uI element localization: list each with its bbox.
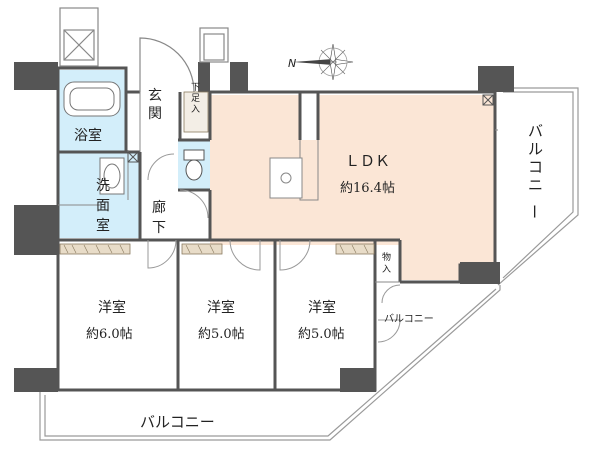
room2-size: 約5.0帖 [198,327,245,342]
hallway-label-1: 廊 [152,199,166,216]
balcony-east-label-1: バ [528,122,543,140]
doors [147,153,401,343]
balcony-east-label-2: ル [528,140,543,158]
room3-size: 約5.0帖 [298,327,345,342]
toilet-fixture [183,149,205,181]
balcony-outline-south [39,285,501,441]
room1-size: 約6.0帖 [86,327,133,342]
room3-label: 洋室 [308,299,336,316]
room1-label: 洋室 [98,299,126,316]
balcony-east-label-4: ニ [528,176,543,194]
storage-label-2: 入 [382,264,391,275]
shoe-cabinet-label-3: 入 [191,104,200,115]
washroom-label-3: 室 [96,217,110,234]
washroom-label-2: 面 [96,198,110,214]
bath-label: 浴室 [74,127,102,144]
washroom-floor [58,152,140,238]
columns [14,62,514,392]
inner-lines [58,92,498,283]
washroom-label-1: 洗 [96,178,110,194]
bath-tub [63,81,121,117]
balcony-east-label-5: ー [525,204,543,219]
compass-rose [293,43,354,81]
vents [127,94,494,163]
storage-label-1: 物 [382,251,391,263]
ldk-size: 約16.4帖 [340,181,395,196]
hallway-label-2: 下 [152,220,166,236]
compass-north-label: N [288,57,296,70]
shafts [59,7,229,93]
closets [59,91,375,255]
genkan-label-1: 玄 [148,87,162,104]
wash-sink [99,157,125,195]
balcony-east-label-3: コ [528,158,543,176]
closet-hatching [63,244,369,254]
balcony-south-label: バルコニー [140,413,215,431]
genkan-label-2: 関 [148,106,162,122]
room2-label: 洋室 [207,299,235,316]
shoe-cabinet-label-2: 足 [191,93,200,104]
ldk-label: ＬＤＫ [345,152,390,170]
balcony-outline-east [497,87,579,286]
balcony-small-label: バルコニー [384,313,434,325]
ldk-floor [210,95,495,280]
shoe-cabinet-label-1: 下 [191,83,200,93]
